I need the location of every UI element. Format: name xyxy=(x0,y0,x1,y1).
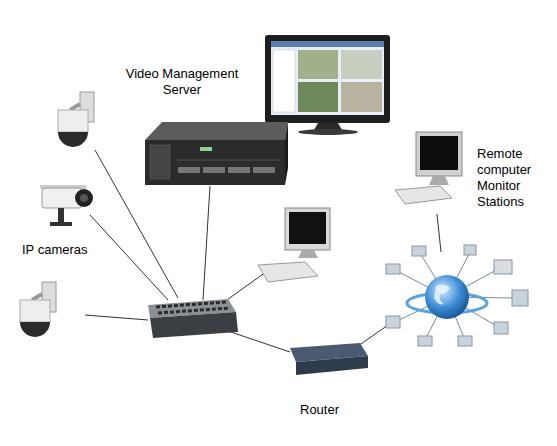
device-icon xyxy=(418,336,432,346)
globe xyxy=(425,275,469,319)
globe-land xyxy=(434,284,450,304)
workstation-wire xyxy=(224,272,266,302)
workstation-stand xyxy=(298,250,318,258)
remote-keyboard xyxy=(395,186,452,204)
camera-housing xyxy=(20,300,50,322)
workstation-monitor xyxy=(285,208,330,250)
server-drive-bays xyxy=(178,167,278,173)
device-label: IP cameras xyxy=(22,242,122,258)
camera-dome xyxy=(20,322,50,337)
video-tile xyxy=(341,50,382,79)
device-icon xyxy=(512,290,528,306)
server-top xyxy=(145,122,288,140)
video-tile xyxy=(298,50,338,79)
server-divider xyxy=(176,160,280,161)
server-panel xyxy=(150,145,170,179)
server-front xyxy=(145,140,285,185)
router-wire xyxy=(225,330,290,352)
camera-wire xyxy=(85,315,148,320)
camera-wire xyxy=(90,215,168,300)
camera-dome xyxy=(58,132,88,147)
switch-ports xyxy=(156,302,226,307)
remote-wire xyxy=(437,214,441,252)
remote-monitor xyxy=(416,132,462,176)
server-led xyxy=(200,147,212,151)
server-wire xyxy=(203,186,210,300)
device-icon xyxy=(386,264,400,274)
screen-titlebar xyxy=(271,41,384,47)
camera-lens xyxy=(75,189,93,207)
monitor-screen xyxy=(271,41,384,115)
router-front xyxy=(296,356,368,375)
video-tile xyxy=(298,82,338,112)
switch-ports xyxy=(158,308,230,313)
screen-list-pane xyxy=(273,50,295,112)
device-icon xyxy=(494,260,512,274)
camera-lens-glass xyxy=(80,194,88,202)
monitor-frame xyxy=(265,35,390,123)
server-side xyxy=(285,122,288,185)
remote-stand xyxy=(429,176,449,185)
device-label: Video Management Server xyxy=(118,66,246,98)
switch-front xyxy=(150,312,238,338)
internet-spokes xyxy=(395,252,515,340)
device-icon xyxy=(464,245,476,255)
remote-screen xyxy=(420,136,458,170)
device-icon xyxy=(494,322,508,334)
camera-arm xyxy=(70,104,80,110)
camera-housing xyxy=(58,110,88,132)
workstation-keyboard xyxy=(258,262,318,282)
device-label: Remote computer Monitor Stations xyxy=(477,146,549,210)
device-icon xyxy=(458,336,472,346)
camera-arm xyxy=(32,294,42,300)
camera-base xyxy=(50,222,72,226)
device-icon xyxy=(386,316,400,328)
monitor-base xyxy=(298,129,358,135)
device-icon xyxy=(412,246,426,256)
video-tile xyxy=(341,82,382,112)
monitor-stand xyxy=(314,123,342,130)
device-label: Router xyxy=(300,402,380,418)
workstation-screen xyxy=(289,212,326,244)
camera-stand xyxy=(58,208,64,222)
